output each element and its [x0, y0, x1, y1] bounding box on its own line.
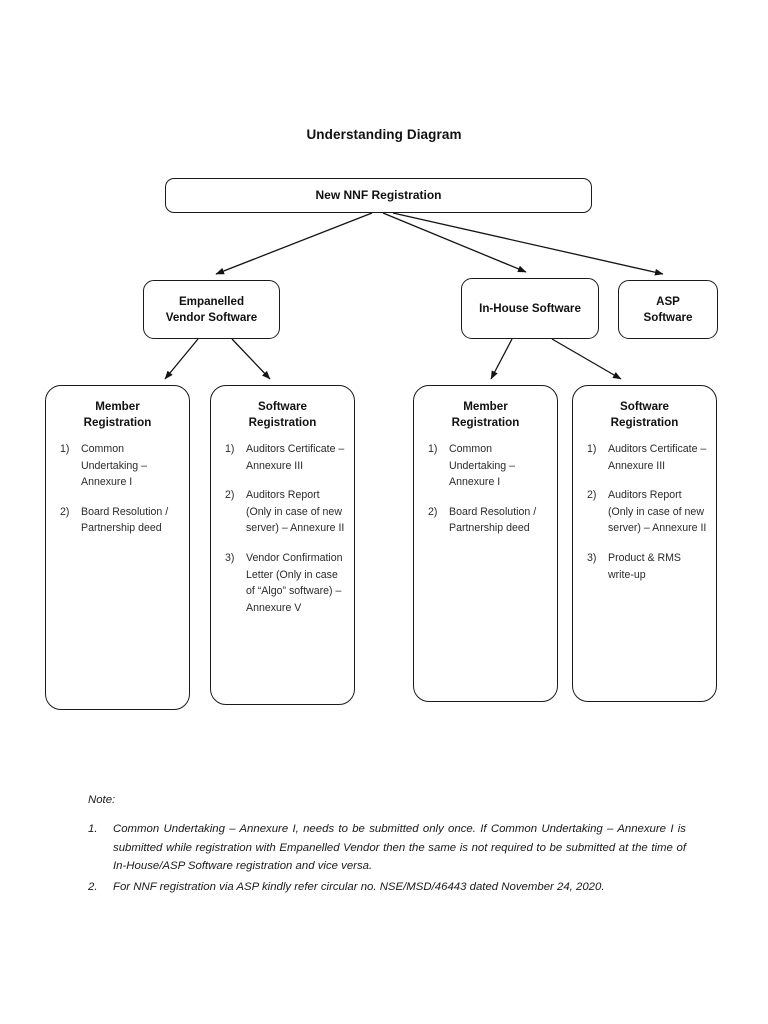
- edge-empanelled-to-member: [164, 338, 199, 380]
- leaf-title: Software Registration: [610, 400, 679, 429]
- leaf-requirement-list: 1) Common Undertaking – Annexure I 2) Bo…: [421, 441, 550, 537]
- list-item-text: Product & RMS write-up: [608, 551, 682, 581]
- list-item-marker: 1): [587, 443, 597, 455]
- leaf-requirement-list: 1) Auditors Certificate – Annexure III 2…: [580, 441, 709, 583]
- list-item: 2) Auditors Report (Only in case of new …: [580, 487, 709, 537]
- list-item-marker: 2): [225, 489, 235, 502]
- list-item-marker: 1): [428, 443, 438, 455]
- list-item-marker: 2): [428, 505, 438, 518]
- node-in-house-software[interactable]: In-House Software: [461, 278, 599, 339]
- list-item-text: Vendor Confirmation Letter (Only in case…: [246, 551, 343, 614]
- edge-root-to-empanelled: [215, 212, 373, 275]
- page-title: Understanding Diagram: [306, 127, 462, 142]
- node-asp-software[interactable]: ASP Software: [618, 280, 718, 339]
- node-new-nnf-registration[interactable]: New NNF Registration: [165, 178, 592, 213]
- note-text: For NNF registration via ASP kindly refe…: [113, 880, 605, 893]
- list-item: 3) Vendor Confirmation Letter (Only in c…: [218, 550, 347, 616]
- edge-inhouse-to-software: [551, 338, 622, 380]
- list-item-text: Common Undertaking – Annexure I: [81, 443, 147, 489]
- note-item: 1. Common Undertaking – Annexure I, need…: [88, 820, 686, 876]
- list-item: 1) Auditors Certificate – Annexure III: [218, 441, 347, 474]
- list-item-text: Auditors Certificate – Annexure III: [246, 443, 345, 472]
- edge-inhouse-to-member: [490, 338, 513, 380]
- list-item: 1) Common Undertaking – Annexure I: [53, 441, 182, 491]
- list-item-text: Auditors Report (Only in case of new ser…: [608, 489, 707, 535]
- note-number: 2.: [88, 880, 98, 893]
- list-item: 3) Product & RMS write-up: [580, 550, 709, 583]
- list-item-marker: 2): [60, 505, 70, 518]
- node-root-label: New NNF Registration: [315, 187, 442, 202]
- list-item-marker: 3): [225, 551, 235, 564]
- notes-heading: Note:: [88, 794, 116, 806]
- node-inhouse-software-registration[interactable]: Software Registration 1) Auditors Certif…: [572, 385, 717, 702]
- list-item: 2) Board Resolution / Partnership deed: [421, 504, 550, 537]
- node-inhouse-member-registration[interactable]: Member Registration 1) Common Undertakin…: [413, 385, 558, 702]
- list-item-text: Common Undertaking – Annexure I: [449, 443, 515, 489]
- note-text: Common Undertaking – Annexure I, needs t…: [113, 823, 686, 872]
- leaf-title: Member Registration: [83, 400, 152, 429]
- node-empanelled-member-registration[interactable]: Member Registration 1) Common Undertakin…: [45, 385, 190, 710]
- list-item: 1) Auditors Certificate – Annexure III: [580, 441, 709, 474]
- list-item-marker: 2): [587, 489, 597, 502]
- list-item-text: Board Resolution / Partnership deed: [449, 505, 537, 535]
- note-item: 2. For NNF registration via ASP kindly r…: [88, 878, 686, 897]
- list-item: 2) Board Resolution / Partnership deed: [53, 504, 182, 537]
- leaf-title: Member Registration: [451, 400, 520, 429]
- leaf-title: Software Registration: [248, 400, 317, 429]
- note-number: 1.: [88, 823, 98, 835]
- list-item-text: Auditors Certificate – Annexure III: [608, 443, 707, 472]
- edge-root-to-asp: [392, 212, 664, 276]
- list-item-marker: 1): [225, 443, 235, 455]
- node-empanelled-label: Empanelled Vendor Software: [165, 295, 258, 324]
- list-item-marker: 1): [60, 443, 70, 455]
- list-item: 2) Auditors Report (Only in case of new …: [218, 487, 347, 537]
- edge-empanelled-to-software: [231, 338, 271, 380]
- leaf-requirement-list: 1) Auditors Certificate – Annexure III 2…: [218, 441, 347, 616]
- list-item-text: Auditors Report (Only in case of new ser…: [246, 489, 345, 535]
- edge-root-to-inhouse: [382, 212, 527, 273]
- node-empanelled-software-registration[interactable]: Software Registration 1) Auditors Certif…: [210, 385, 355, 705]
- node-empanelled-vendor-software[interactable]: Empanelled Vendor Software: [143, 280, 280, 339]
- node-asp-label: ASP Software: [643, 295, 693, 324]
- list-item-marker: 3): [587, 551, 597, 564]
- list-item-text: Board Resolution / Partnership deed: [81, 505, 169, 535]
- notes-section: Note: 1. Common Undertaking – Annexure I…: [88, 792, 686, 898]
- leaf-requirement-list: 1) Common Undertaking – Annexure I 2) Bo…: [53, 441, 182, 537]
- list-item: 1) Common Undertaking – Annexure I: [421, 441, 550, 491]
- node-inhouse-label: In-House Software: [479, 301, 581, 315]
